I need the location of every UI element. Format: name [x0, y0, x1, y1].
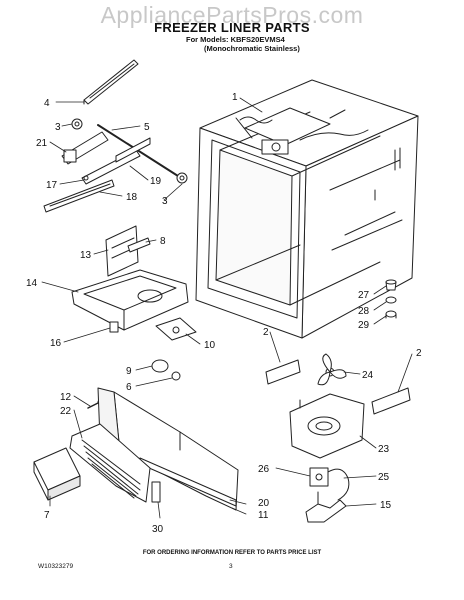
model-variant: (Monochromatic Stainless) — [204, 44, 300, 53]
document-number: W10323279 — [38, 563, 74, 570]
page-title: FREEZER LINER PARTS — [154, 20, 310, 35]
callout-15: 15 — [380, 500, 392, 511]
part-29-base — [385, 310, 397, 319]
callout-3-lower: 3 — [162, 196, 168, 207]
part-14-duct-housing — [71, 269, 189, 331]
leader-lines — [41, 97, 413, 519]
part-22-grille — [69, 423, 151, 503]
callout-11: 11 — [258, 510, 269, 521]
part-30-latch — [151, 481, 161, 503]
callout-1: 1 — [232, 92, 238, 103]
page-number: 3 — [229, 563, 233, 570]
part-13-bracket — [105, 225, 151, 277]
part-2-foam-right — [371, 387, 411, 415]
part-4-rail — [83, 59, 139, 105]
callout-22: 22 — [60, 406, 72, 417]
ordering-note: FOR ORDERING INFORMATION REFER TO PARTS … — [142, 550, 322, 556]
callout-2-right: 2 — [416, 348, 422, 359]
callout-28: 28 — [358, 306, 370, 317]
callout-21: 21 — [36, 138, 48, 149]
callout-18: 18 — [126, 192, 138, 203]
part-3-roller-upper — [71, 118, 83, 130]
callout-30: 30 — [152, 524, 164, 535]
part-24-fan-blade — [317, 353, 347, 386]
part-7-tray — [33, 447, 81, 501]
part-18-slide-rail — [43, 179, 115, 213]
callout-19: 19 — [150, 176, 162, 187]
callout-labels: 1 2 2 3 3 4 5 6 7 8 9 10 11 12 13 14 15 … — [26, 92, 422, 535]
callout-2-left: 2 — [263, 327, 269, 338]
callout-7: 7 — [44, 510, 50, 521]
callout-20: 20 — [258, 498, 270, 509]
part-10-pad — [155, 317, 197, 341]
callout-8: 8 — [160, 236, 166, 247]
part-21-slide-assembly — [61, 131, 151, 185]
callout-5: 5 — [144, 122, 150, 133]
part-23-fan-shroud — [289, 393, 365, 459]
part-2-foam-left — [265, 359, 301, 385]
callout-14: 14 — [26, 278, 38, 289]
part-3-roller-lower — [176, 172, 188, 184]
callout-9: 9 — [126, 366, 132, 377]
callout-17: 17 — [46, 180, 58, 191]
part-freezer-liner — [195, 79, 419, 339]
part-27-cap — [385, 279, 397, 291]
callout-26: 26 — [258, 464, 270, 475]
part-15-motor-bracket — [305, 491, 347, 523]
callout-23: 23 — [378, 444, 390, 455]
callout-25: 25 — [378, 472, 390, 483]
callout-27: 27 — [358, 290, 370, 301]
part-16-clip — [109, 321, 119, 333]
part-9-lamp-socket — [151, 359, 181, 381]
callout-10: 10 — [204, 340, 216, 351]
callout-24: 24 — [362, 370, 374, 381]
part-28-washer — [385, 296, 397, 304]
callout-6: 6 — [126, 382, 132, 393]
watermark: AppliancePartsPros.com — [100, 2, 364, 28]
model-info: For Models: KBFS20EVMS4 (Monochromatic S… — [186, 35, 300, 53]
callout-16: 16 — [50, 338, 62, 349]
part-26-fan-motor — [309, 467, 350, 501]
callout-4: 4 — [44, 98, 50, 109]
callout-3-upper: 3 — [55, 122, 61, 133]
callout-12: 12 — [60, 392, 72, 403]
callout-13: 13 — [80, 250, 92, 261]
model-line: For Models: KBFS20EVMS4 — [186, 35, 285, 44]
callout-29: 29 — [358, 320, 370, 331]
